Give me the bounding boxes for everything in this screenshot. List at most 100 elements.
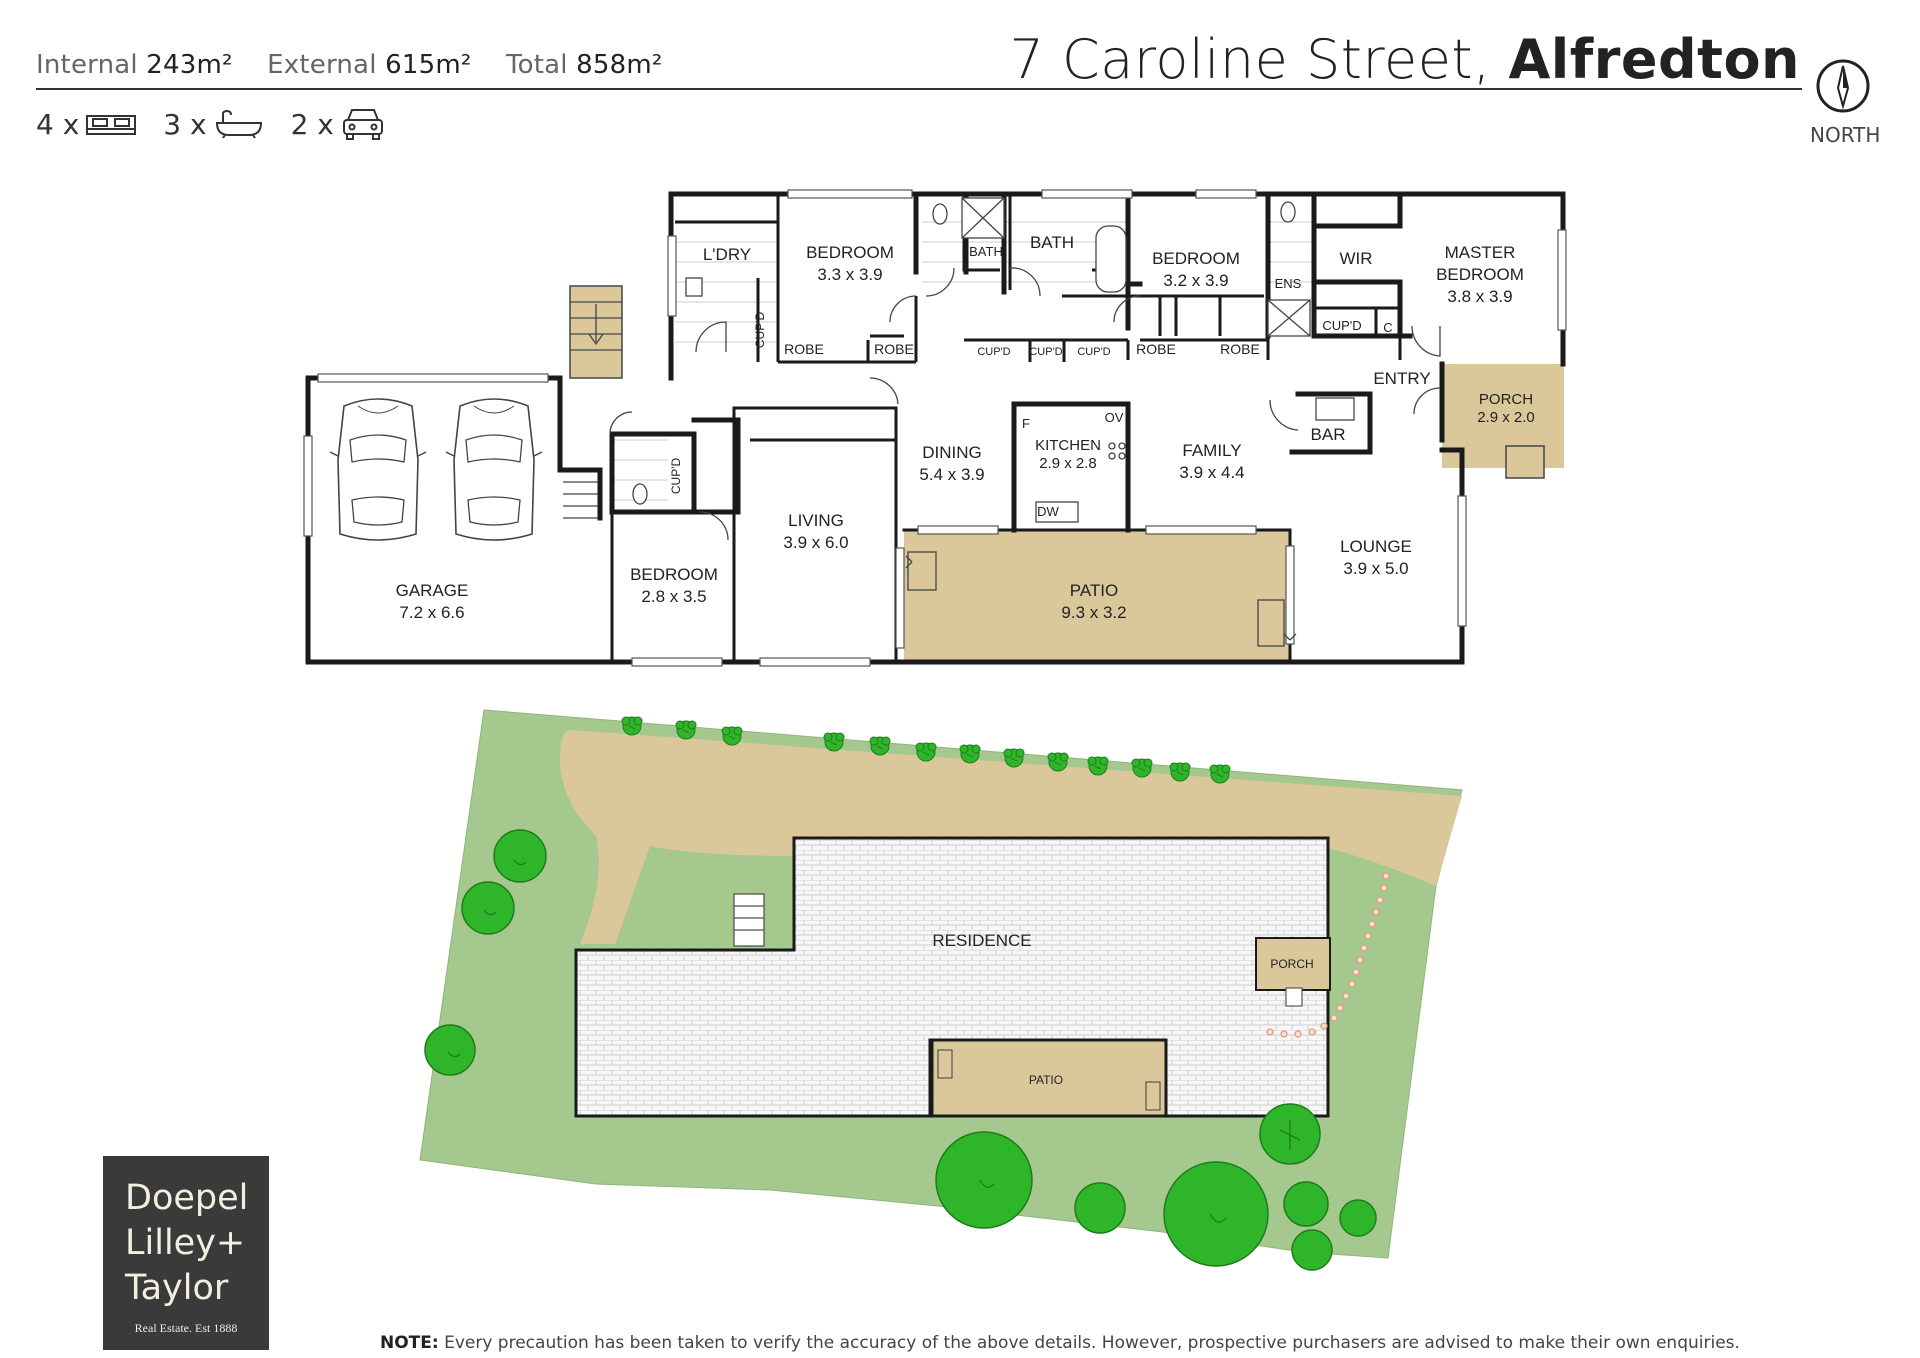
external-label: External: [267, 50, 377, 80]
label-cupd-laundry: CUP'D: [753, 312, 767, 349]
label-cupd-hall-2: CUP'D: [1029, 346, 1062, 358]
label-fridge: F: [1022, 416, 1030, 431]
label-lounge: LOUNGE: [1340, 537, 1412, 556]
tree-details: [447, 859, 1301, 1223]
feature-icons: 4 x 3 x 2 x: [36, 106, 406, 142]
label-robe-3: ROBE: [1136, 341, 1176, 357]
size-bed2: 3.3 x 3.9: [817, 265, 882, 284]
floor-plan: [303, 189, 1567, 667]
site-label-residence: RESIDENCE: [932, 931, 1031, 950]
site-stairs: [733, 893, 765, 947]
label-bath: BATH: [1030, 233, 1074, 252]
label-bed4: BEDROOM: [630, 565, 718, 584]
label-oven: OV: [1105, 410, 1124, 425]
garage-car-2: [445, 398, 543, 541]
label-wir: WIR: [1339, 249, 1372, 268]
label-garage: GARAGE: [396, 581, 469, 600]
logo-line-3: Taylor: [125, 1268, 229, 1308]
agency-logo: Doepel Lilley+ Taylor Real Estate. Est 1…: [103, 1156, 269, 1350]
site-patio-door-1: [937, 1049, 953, 1079]
label-bed2: BEDROOM: [806, 243, 894, 262]
bathroom-count: 3 x: [163, 107, 207, 141]
bedroom-count: 4 x: [36, 107, 80, 141]
size-family: 3.9 x 4.4: [1179, 463, 1244, 482]
site-stair-lines: [734, 905, 764, 931]
site-plan: RESIDENCE PORCH PATIO: [419, 709, 1463, 1271]
logo-line-2: Lilley+: [125, 1223, 246, 1263]
area-stats: Internal 243m² External 615m² Total 858m…: [36, 50, 663, 80]
property-address: 7 Caroline Street, Alfredton: [1010, 28, 1800, 91]
total-label: Total: [505, 50, 568, 80]
windows: [303, 189, 1567, 667]
label-living: LIVING: [788, 511, 844, 530]
label-laundry: L'DRY: [703, 245, 751, 264]
size-master: 3.8 x 3.9: [1447, 287, 1512, 306]
label-master-1: MASTER: [1445, 243, 1516, 262]
label-porch: PORCH: [1479, 391, 1533, 408]
size-bed3: 3.2 x 3.9: [1163, 271, 1228, 290]
north-label: NORTH: [1810, 123, 1881, 147]
label-cupd-hall-3: CUP'D: [1077, 346, 1110, 358]
disclaimer-note: NOTE: Every precaution has been taken to…: [380, 1333, 1740, 1353]
label-dishwasher: DW: [1037, 504, 1059, 519]
label-bath-small: BATH: [969, 244, 1003, 259]
size-patio: 9.3 x 3.2: [1061, 603, 1126, 622]
label-master-2: BEDROOM: [1436, 265, 1524, 284]
label-family: FAMILY: [1182, 441, 1241, 460]
label-bar: BAR: [1311, 425, 1346, 444]
logo-line-1: Doepel: [125, 1178, 249, 1218]
label-bed3: BEDROOM: [1152, 249, 1240, 268]
site-label-porch: PORCH: [1270, 957, 1313, 971]
garage-car-1: [329, 398, 427, 541]
site-patio: [930, 1038, 1168, 1118]
porch-step: [1505, 445, 1545, 479]
label-c: C: [1383, 320, 1392, 335]
north-indicator: NORTH: [1810, 58, 1881, 147]
compass-icon: [1816, 59, 1870, 113]
label-robe-2: ROBE: [874, 341, 914, 357]
size-kitchen: 2.9 x 2.8: [1039, 455, 1097, 472]
site-label-patio: PATIO: [1029, 1073, 1063, 1087]
internal-label: Internal: [36, 50, 138, 80]
site-porch-step: [1285, 987, 1303, 1007]
size-dining: 5.4 x 3.9: [919, 465, 984, 484]
external-value: 615m²: [385, 50, 472, 80]
bath-icon: [215, 109, 262, 139]
patio-area: [904, 530, 1290, 662]
tile-bath: [612, 221, 1312, 501]
size-porch: 2.9 x 2.0: [1477, 409, 1535, 426]
size-bed4: 2.8 x 3.5: [641, 587, 706, 606]
label-cupd-hall-1: CUP'D: [977, 346, 1010, 358]
size-lounge: 3.9 x 5.0: [1343, 559, 1408, 578]
label-kitchen: KITCHEN: [1035, 437, 1101, 454]
address-suburb: Alfredton: [1508, 28, 1800, 91]
partitions: [675, 194, 1402, 442]
header-rule: [36, 88, 1802, 90]
site-porch: [1255, 937, 1331, 991]
doors: [609, 267, 1441, 541]
car-count: 2 x: [290, 107, 334, 141]
fixtures: [632, 197, 1355, 523]
label-ens: ENS: [1275, 276, 1302, 291]
total-value: 858m²: [576, 50, 663, 80]
car-icon: [342, 109, 383, 140]
label-patio: PATIO: [1070, 581, 1119, 600]
internal-value: 243m²: [146, 50, 233, 80]
note-text: Every precaution has been taken to verif…: [444, 1333, 1740, 1353]
stairs: [563, 301, 622, 519]
stepping-stones: [1266, 872, 1390, 1038]
logo-tagline: Real Estate. Est 1888: [134, 1321, 238, 1335]
patio-fixtures: [905, 551, 1297, 647]
label-dining: DINING: [922, 443, 982, 462]
note-label: NOTE:: [380, 1333, 439, 1353]
bed-icon: [86, 115, 137, 135]
size-living: 3.9 x 6.0: [783, 533, 848, 552]
site-patio-door-2: [1145, 1081, 1161, 1111]
label-cupd-master: CUP'D: [1322, 318, 1361, 333]
label-robe-4: ROBE: [1220, 341, 1260, 357]
label-entry: ENTRY: [1373, 369, 1430, 388]
label-robe-1: ROBE: [784, 341, 824, 357]
address-street: 7 Caroline Street,: [1009, 28, 1491, 91]
room-labels: L'DRY BEDROOM 3.3 x 3.9 BATH BATH BEDROO…: [396, 233, 1535, 622]
